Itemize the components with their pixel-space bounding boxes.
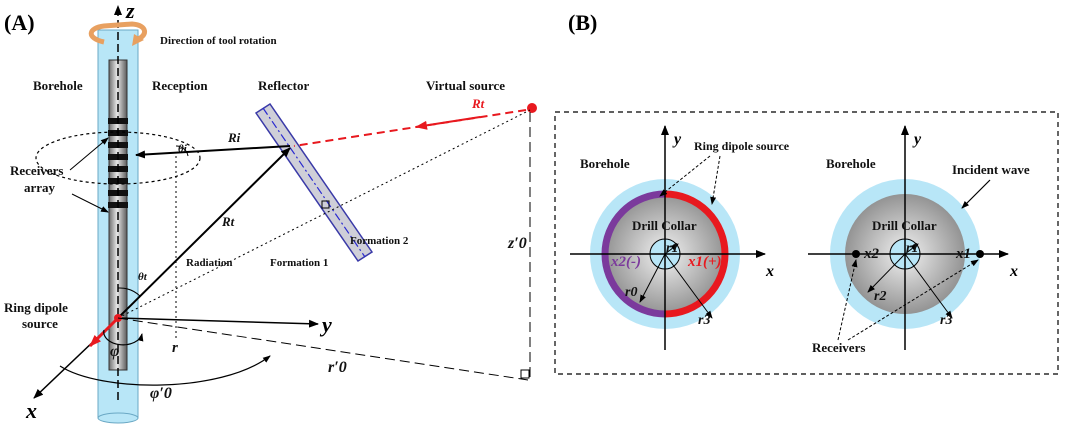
virtual-source-dot <box>527 103 537 113</box>
ri-label: Ri <box>227 130 241 145</box>
reflector-plane <box>254 102 374 263</box>
r0-line <box>117 317 529 381</box>
left-x2-label: x2(-) <box>610 254 641 270</box>
virtual-source-label: Virtual source <box>426 78 505 93</box>
rotation-arrowhead-icon <box>132 34 144 46</box>
receiver-x1-dot <box>976 250 984 258</box>
right-r3-label: r3 <box>940 313 952 328</box>
left-r1-label: r1 <box>666 241 678 256</box>
receivers-array-label-2: array <box>24 180 56 195</box>
r-label: r <box>172 340 178 356</box>
r0-label: r′0 <box>328 359 347 376</box>
left-r0-label: r0 <box>625 285 637 300</box>
red-ray-arrow <box>415 116 481 130</box>
right-borehole-label: Borehole <box>826 156 876 171</box>
rotation-label: Direction of tool rotation <box>160 35 277 47</box>
right-angle-marker <box>321 200 330 209</box>
theta-i-label: θi <box>178 143 188 155</box>
left-borehole-label: Borehole <box>580 156 630 171</box>
reflector-label: Reflector <box>258 78 309 93</box>
theta-t-label: θt <box>138 271 148 283</box>
x-axis-label: x <box>25 398 37 423</box>
rt-label: Rt <box>221 214 235 229</box>
panel-a-label: (A) <box>4 10 35 35</box>
z0-right-angle <box>520 369 530 379</box>
reception-ellipse <box>35 131 201 185</box>
y-axis <box>117 317 319 328</box>
receivers-pointer-1 <box>69 137 109 171</box>
ring-dipole-label-2: source <box>22 316 58 331</box>
formation1-label: Formation 1 <box>270 257 328 269</box>
radiation-label: Radiation <box>186 257 232 269</box>
phi-label: φ <box>110 343 119 360</box>
borehole-label: Borehole <box>33 78 83 93</box>
left-x1-label: x1(+) <box>687 254 722 270</box>
panel-b-right: y x Borehole Incident wave Drill Collar … <box>808 125 1030 355</box>
panel-b-frame <box>554 111 1059 375</box>
right-x1-label: x1 <box>955 246 971 262</box>
left-source-label: Ring dipole source <box>694 139 790 153</box>
right-y-label: y <box>912 131 922 148</box>
reception-label: Reception <box>152 78 208 93</box>
right-r1-label: r1 <box>906 241 918 256</box>
right-x2-label: x2 <box>863 246 880 262</box>
y-axis-label: y <box>319 312 332 337</box>
receiver-x2-dot <box>852 250 860 258</box>
rt-red-label: Rt <box>471 96 485 111</box>
incident-wave-label: Incident wave <box>952 162 1030 177</box>
phi0-label: φ′0 <box>150 385 172 402</box>
receivers-array-label-1: Receivers <box>10 163 63 178</box>
reflector-centerline <box>262 107 366 258</box>
left-drill-collar-label: Drill Collar <box>632 218 697 233</box>
rotation-arrow-icon <box>88 21 147 45</box>
left-r3-label: r3 <box>698 313 710 328</box>
panel-b-left: y x Borehole Ring dipole source Drill Co… <box>570 125 790 350</box>
source-to-virtual-line <box>117 109 531 319</box>
red-ray <box>293 109 527 147</box>
z-axis-label: z <box>125 0 135 23</box>
borehole-bottom <box>97 412 139 424</box>
right-r2-label: r2 <box>874 289 886 304</box>
right-drill-collar-label: Drill Collar <box>872 218 937 233</box>
z0-label: z′0 <box>507 235 527 252</box>
ri-ray <box>135 145 291 159</box>
panel-a: (A) z Direction of tool rotation Borehol… <box>4 0 537 424</box>
panel-b: (B) y x Borehole Ring dipole source Dril… <box>554 10 1059 375</box>
left-x-label: x <box>765 263 774 280</box>
left-y-label: y <box>672 131 682 148</box>
panel-b-label: (B) <box>568 10 597 35</box>
receivers-label: Receivers <box>812 340 865 355</box>
rt-ray <box>117 147 291 319</box>
formation2-label: Formation 2 <box>350 235 409 247</box>
receivers-pointer-2 <box>71 193 109 213</box>
right-x-label: x <box>1009 263 1018 280</box>
ring-dipole-label-1: Ring dipole <box>4 300 68 315</box>
